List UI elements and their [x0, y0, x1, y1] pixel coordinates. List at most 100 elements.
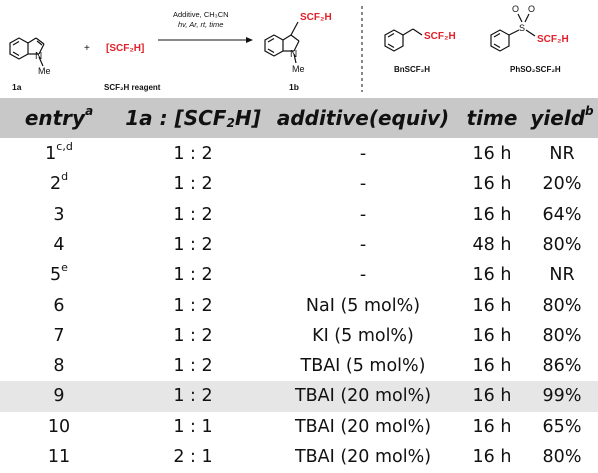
table-row: 8 1 : 2 TBAI (5 mol%) 16 h 86% — [0, 351, 598, 382]
additive-cell: - — [359, 174, 367, 195]
table-row: 2d 1 : 2 - 16 h 20% — [0, 169, 598, 200]
ratio-cell: 2 : 1 — [173, 447, 213, 467]
indole-reactant-structure — [9, 37, 45, 67]
yield-cell: 20% — [542, 174, 582, 195]
ratio-cell: 1 : 2 — [173, 144, 213, 164]
additive-cell: - — [359, 204, 367, 225]
reagent-bracket: [SCF₂H] — [106, 43, 144, 54]
entry-cell: 4 — [53, 234, 65, 255]
product-n-atom: N — [290, 49, 297, 60]
table-row: 5e 1 : 2 - 16 h NR — [0, 260, 598, 291]
benzyl-reagent-caption: BnSCF₂H — [394, 65, 430, 74]
entry-cell: 8 — [53, 356, 65, 377]
ratio-cell: 1 : 2 — [173, 234, 213, 255]
product-methyl: Me — [292, 64, 305, 74]
entry-footnote: c,d — [56, 140, 73, 154]
table-row: 1c,d 1 : 2 - 16 h NR — [0, 139, 598, 170]
entry-footnote: d — [61, 170, 69, 184]
time-cell: 16 h — [472, 144, 512, 164]
additive-cell: TBAI (20 mol%) — [294, 416, 432, 437]
additive-cell: - — [359, 234, 367, 255]
ratio-cell: 1 : 2 — [173, 356, 213, 377]
header-additive: additive(equiv) — [276, 106, 450, 130]
time-cell: 16 h — [472, 325, 512, 346]
ratio-cell: 1 : 2 — [173, 325, 213, 346]
yield-cell: 80% — [542, 325, 582, 346]
time-cell: 16 h — [472, 204, 512, 225]
entry-cell: 10 — [47, 416, 71, 437]
yield-cell: 80% — [542, 295, 582, 316]
time-cell: 16 h — [472, 265, 512, 286]
additive-cell: - — [359, 144, 367, 164]
sulfonyl-scf2h-group: SCF₂H — [537, 34, 569, 45]
entry-footnote: e — [61, 261, 68, 275]
time-cell: 16 h — [472, 447, 512, 467]
reactant-label: 1a — [12, 82, 22, 92]
time-cell: 16 h — [472, 174, 512, 195]
table-row: 9 1 : 2 TBAI (20 mol%) 16 h 99% — [0, 381, 598, 412]
table-row: 11 2 : 1 TBAI (20 mol%) 16 h 80% — [0, 442, 598, 473]
scheme-drawing: N Me 1a + [SCF₂H] SCF₂H reagent Additive… — [9, 4, 569, 92]
entry-cell: 9 — [53, 386, 65, 407]
reaction-arrow-head — [246, 37, 253, 43]
product-label: 1b — [289, 82, 299, 92]
reactant-n-atom: N — [35, 51, 42, 62]
sulfonyl-oxygen-2: O — [528, 4, 535, 14]
yield-cell: NR — [549, 144, 575, 164]
benzyl-scf2h-group: SCF₂H — [424, 31, 456, 42]
plus-sign: + — [84, 43, 90, 54]
time-cell: 48 h — [472, 234, 512, 255]
table-row: 6 1 : 2 NaI (5 mol%) 16 h 80% — [0, 291, 598, 322]
ratio-cell: 1 : 2 — [173, 295, 213, 316]
indole-product-structure — [264, 21, 300, 64]
additive-cell: NaI (5 mol%) — [305, 295, 421, 316]
additive-cell: TBAI (20 mol%) — [294, 447, 432, 467]
sulfonyl-oxygen-1: O — [512, 4, 519, 14]
ratio-cell: 1 : 2 — [173, 204, 213, 225]
yield-cell: 86% — [542, 356, 582, 377]
header-time: time — [466, 106, 518, 130]
table-row: 3 1 : 2 - 16 h 64% — [0, 200, 598, 231]
ratio-cell: 1 : 2 — [173, 386, 213, 407]
sulfonyl-sulfur: S — [519, 23, 525, 33]
entry-cell: 7 — [53, 325, 65, 346]
conditions-line-2: hv, Ar, rt, time — [178, 20, 223, 29]
additive-cell: TBAI (5 mol%) — [300, 356, 426, 377]
yield-cell: 80% — [542, 447, 582, 467]
yield-cell: 64% — [542, 204, 582, 225]
sulfonyl-reagent-caption: PhSO₂SCF₂H — [510, 65, 561, 74]
yield-cell: 80% — [542, 234, 582, 255]
header-ratio: 1a : [SCF2H] — [125, 106, 261, 130]
sulfonyl-reagent-structure — [490, 13, 536, 52]
entry-cell: 3 — [53, 204, 65, 225]
table-row: 4 1 : 2 - 48 h 80% — [0, 230, 598, 261]
yield-cell: NR — [549, 265, 575, 286]
entry-cell: 2d — [49, 170, 69, 195]
header-entry: entrya — [24, 104, 94, 130]
entry-cell: 11 — [47, 447, 71, 467]
product-scf2h-group: SCF₂H — [300, 12, 332, 23]
entry-cell: 6 — [53, 295, 65, 316]
ratio-cell: 1 : 1 — [173, 416, 213, 437]
table-row: 10 1 : 1 TBAI (20 mol%) 16 h 65% — [0, 412, 598, 443]
ratio-cell: 1 : 2 — [173, 174, 213, 195]
entry-cell: 1c,d — [45, 140, 73, 164]
time-cell: 16 h — [472, 295, 512, 316]
time-cell: 16 h — [472, 356, 512, 377]
time-cell: 16 h — [472, 386, 512, 407]
reactant-methyl: Me — [38, 66, 51, 76]
reagent-caption: SCF₂H reagent — [104, 83, 161, 92]
entry-cell: 5e — [50, 261, 68, 286]
conditions-line-1: Additive, CH₃CN — [173, 10, 229, 19]
ratio-cell: 1 : 2 — [173, 265, 213, 286]
yield-cell: 65% — [542, 416, 582, 437]
reaction-scheme: N Me 1a + [SCF₂H] SCF₂H reagent Additive… — [0, 0, 598, 98]
header-yield: yieldb — [530, 104, 594, 130]
time-cell: 16 h — [472, 416, 512, 437]
table-header: entrya 1a : [SCF2H] additive(equiv) time… — [0, 98, 598, 138]
additive-cell: TBAI (20 mol%) — [294, 386, 432, 407]
additive-cell: - — [359, 265, 367, 286]
benzyl-reagent-structure — [384, 28, 423, 52]
yield-cell: 99% — [542, 386, 582, 407]
